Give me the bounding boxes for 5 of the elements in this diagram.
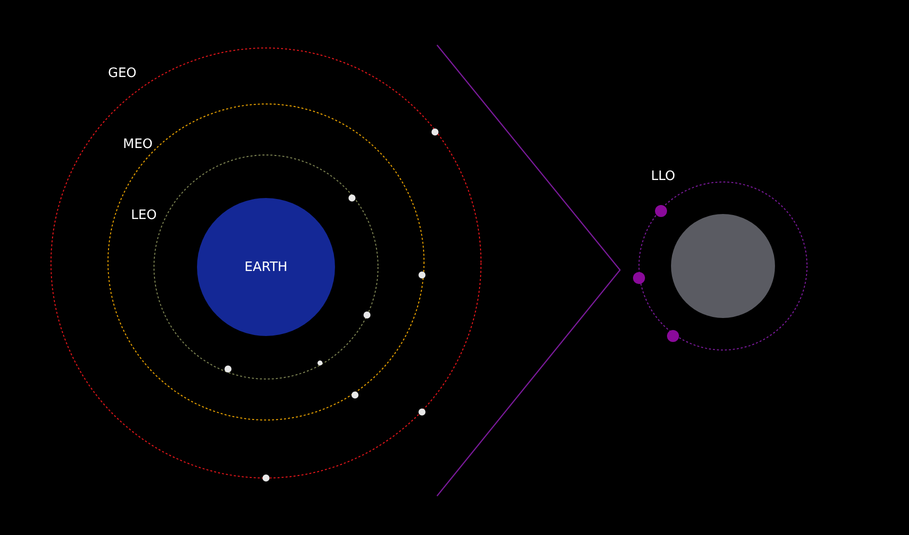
orbit-label: MEO [123, 137, 153, 152]
orbit-label: LLO [651, 169, 676, 184]
orbit-label: GEO [108, 66, 137, 81]
orbit-label: LEO [131, 208, 157, 223]
planet-label: EARTH [244, 260, 288, 274]
